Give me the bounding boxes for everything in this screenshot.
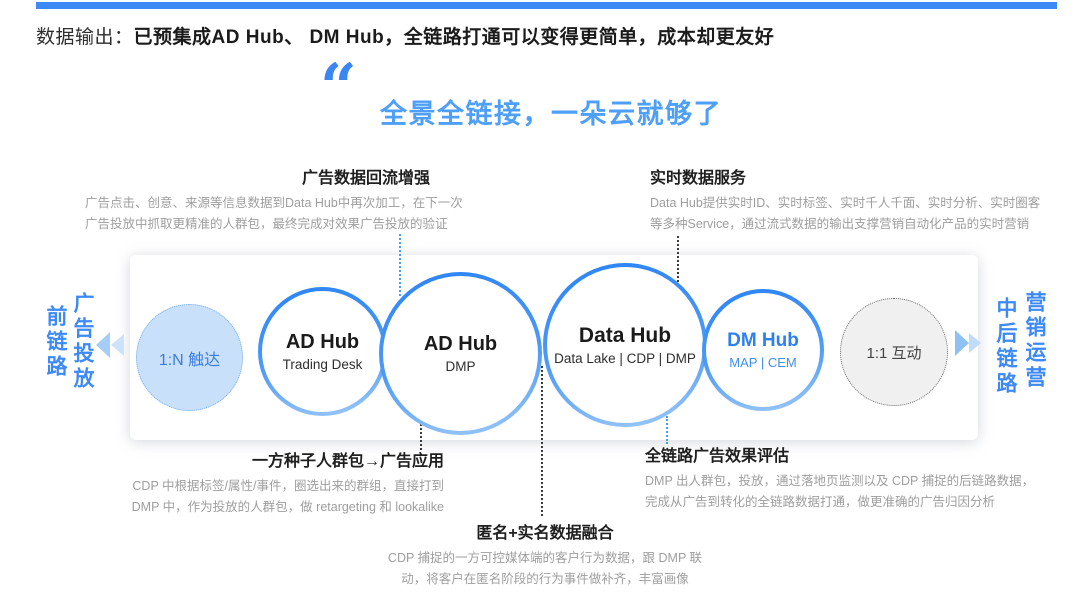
- node-title: Data Hub: [578, 324, 672, 347]
- node-subtitle: MAP | CEM: [729, 355, 797, 370]
- page-title-emphasis: 已预集成AD Hub、 DM Hub，全链路打通可以变得更简单，成本却更友好: [133, 27, 775, 48]
- page-title-prefix: 数据输出：: [36, 27, 134, 48]
- annotation-data-fusion: 匿名+实名数据融合 CDP 捕捉的一方可控媒体端的客户行为数据，跟 DMP 联 …: [385, 519, 705, 590]
- node-title: 1:N 触达: [158, 351, 221, 369]
- node-subtitle: DMP: [445, 359, 476, 374]
- connector-line: [420, 412, 422, 450]
- right-double-arrow-icon: [953, 329, 983, 362]
- node-subtitle: Trading Desk: [282, 357, 363, 372]
- connector-line: [666, 416, 668, 444]
- node-1n-reach: 1:N 触达: [136, 304, 243, 411]
- annotation-title: 一方种子人群包→广告应用: [251, 453, 444, 470]
- annotation-body-line: 广告投放中抓取更精准的人群包，最终完成对效果广告投放的验证: [85, 217, 448, 231]
- annotation-title: 全链路广告效果评估: [645, 448, 790, 465]
- node-dmhub: DM Hub MAP | CEM: [702, 289, 824, 411]
- left-outer-label: 前链路: [44, 305, 67, 380]
- annotation-ad-backflow: 广告数据回流增强 广告点击、创意、来源等信息数据到Data Hub中再次加工，在…: [85, 164, 463, 235]
- annotation-seed-audience: 一方种子人群包→广告应用 CDP 中根据标签/属性/事件，圈选出来的群组，直接打…: [84, 447, 444, 518]
- annotation-body-line: 完成从广告到转化的全链路数据打通，做更准确的广告归因分析: [645, 495, 996, 509]
- annotation-body-line: 等多种Service，通过流式数据的输出支撑营销自动化产品的实时营销: [650, 217, 1030, 231]
- connector-line: [399, 234, 401, 296]
- annotation-title: 匿名+实名数据融合: [476, 525, 614, 542]
- node-title: DM Hub: [727, 330, 799, 351]
- slogan-text: 全景全链接，一朵云就够了: [380, 99, 722, 129]
- node-adhub-trading-desk: AD Hub Trading Desk: [258, 287, 387, 416]
- node-11-interact: 1:1 互动: [840, 298, 948, 406]
- annotation-body-line: CDP 捕捉的一方可控媒体端的客户行为数据，跟 DMP 联: [387, 551, 703, 565]
- annotation-body-line: CDP 中根据标签/属性/事件，圈选出来的群组，直接打到: [132, 479, 444, 493]
- right-inner-label: 中后链路: [994, 297, 1017, 397]
- annotation-body-line: 广告点击、创意、来源等信息数据到Data Hub中再次加工，在下一次: [85, 196, 463, 210]
- node-title: AD Hub: [423, 333, 498, 355]
- node-datahub: Data Hub Data Lake | CDP | DMP: [543, 263, 707, 427]
- quote-mark-icon: “: [320, 50, 357, 125]
- left-inner-label: 广告投放: [71, 292, 94, 392]
- node-title: AD Hub: [285, 331, 360, 353]
- annotation-body-line: 动，将客户在匿名阶段的行为事件做补齐，丰富画像: [401, 572, 689, 586]
- node-subtitle: Data Lake | CDP | DMP: [554, 351, 696, 366]
- annotation-title: 实时数据服务: [650, 170, 747, 187]
- annotation-body-line: DMP 出人群包，投放，通过落地页监测以及 CDP 捕捉的后链路数据，: [645, 474, 1035, 488]
- annotation-realtime-service: 实时数据服务 Data Hub提供实时ID、实时标签、实时千人千面、实时分析、实…: [650, 164, 1050, 235]
- left-double-arrow-icon: [96, 331, 126, 364]
- right-outer-label: 营销运营: [1023, 291, 1046, 391]
- node-title: 1:1 互动: [866, 344, 922, 362]
- node-adhub-dmp: AD Hub DMP: [379, 272, 542, 435]
- connector-line: [541, 366, 543, 516]
- annotation-body-line: DMP 中，作为投放的人群包，做 retargeting 和 lookalike: [131, 500, 444, 514]
- connector-line: [677, 236, 679, 298]
- top-accent-bar: [36, 2, 1057, 9]
- annotation-title: 广告数据回流增强: [301, 170, 430, 187]
- annotation-body-line: Data Hub提供实时ID、实时标签、实时千人千面、实时分析、实时圈客: [650, 196, 1041, 210]
- page-title: 数据输出：已预集成AD Hub、 DM Hub，全链路打通可以变得更简单，成本却…: [36, 22, 774, 49]
- annotation-attribution: 全链路广告效果评估 DMP 出人群包，投放，通过落地页监测以及 CDP 捕捉的后…: [645, 442, 1035, 513]
